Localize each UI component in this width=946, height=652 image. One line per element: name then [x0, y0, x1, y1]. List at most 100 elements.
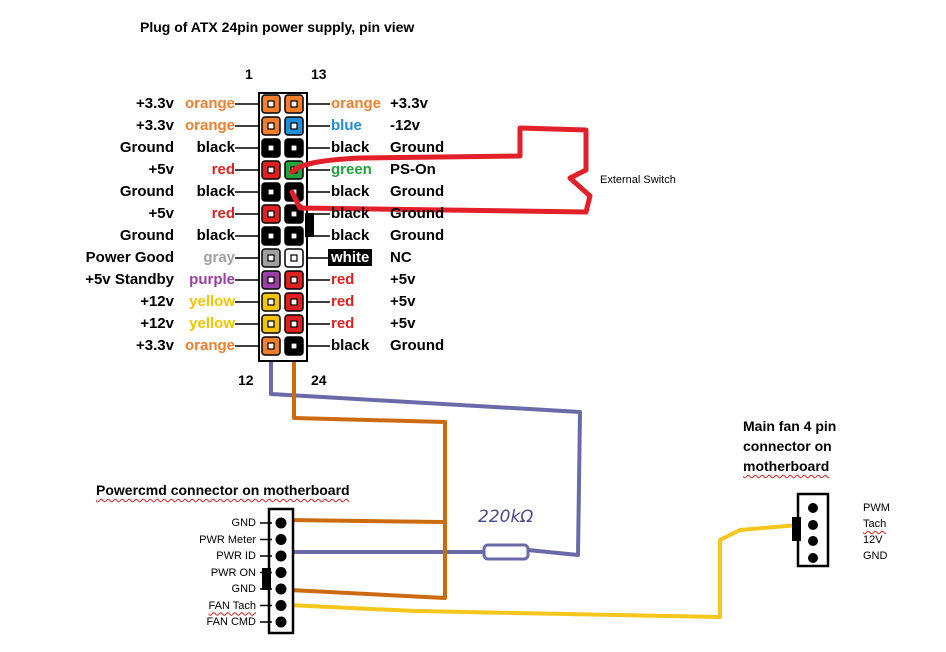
powercmd-pin-6 — [275, 600, 287, 611]
atx-left-voltage-5: Ground — [119, 183, 174, 200]
fan-pin-label-2: Tach — [863, 516, 886, 532]
ground-wire-branch — [286, 518, 446, 524]
atx-left-voltage-7: Ground — [119, 227, 174, 244]
atx-pin-right-12 — [284, 336, 304, 356]
atx-right-color-2: blue — [331, 115, 362, 137]
powercmd-pin-label-text-5: GND — [231, 583, 256, 595]
powercmd-pin-label-text-4: PWR ON — [210, 566, 256, 579]
atx-left-voltage-3: Ground — [119, 139, 174, 156]
wires-layer — [269, 348, 812, 619]
powercmd-pin-label-6: FAN Tach — [209, 598, 257, 614]
atx-pin-right-1 — [284, 94, 304, 114]
atx-pin-left-10 — [261, 292, 281, 312]
resistor-label: 220kΩ — [478, 507, 534, 527]
atx-left-voltage-11: +12v — [140, 315, 174, 332]
atx-left-voltage-12: +3.3v — [136, 337, 174, 354]
tach-wire — [286, 522, 812, 619]
switch-wire — [289, 125, 593, 215]
powercmd-pin-label-text-1: GND — [231, 517, 256, 529]
powercmd-pin-label-text-3: PWR ID — [216, 550, 256, 562]
atx-left-color-5: black — [196, 183, 235, 200]
atx-right-voltage-7: Ground — [390, 227, 445, 244]
atx-left-color-11: yellow — [189, 315, 235, 332]
powercmd-pin-label-7: FAN CMD — [207, 614, 257, 630]
pin-number-13: 13 — [311, 66, 327, 82]
atx-right-color-8: white — [328, 247, 373, 269]
fan-title-line-2: connector on — [743, 438, 832, 454]
atx-pin-left-2 — [261, 116, 281, 136]
atx-left-color-2: orange — [184, 117, 235, 134]
atx-right-voltage-5: Ground — [390, 183, 445, 200]
atx-left-voltage-9: +5v Standby — [85, 271, 174, 288]
atx-pin-left-8 — [261, 248, 281, 268]
atx-left-color-8: gray — [203, 249, 235, 266]
atx-pin-right-10 — [284, 292, 304, 312]
atx-pin-right-8 — [284, 248, 304, 268]
powercmd-pin-label-text-6: FAN Tach — [208, 599, 257, 612]
atx-right-color-10: red — [331, 291, 354, 313]
atx-pin-left-6 — [261, 204, 281, 224]
powercmd-pin-label-5: GND — [232, 581, 256, 597]
atx-left-color-6: red — [211, 205, 235, 222]
atx-pin-left-5 — [261, 182, 281, 202]
atx-left-voltage-1: +3.3v — [136, 95, 174, 112]
atx-right-color-text-5: black — [331, 183, 370, 200]
atx-pin-left-1 — [261, 94, 281, 114]
atx-right-voltage-6: Ground — [390, 205, 445, 222]
atx-pin-left-11 — [261, 314, 281, 334]
fan-pin-2 — [808, 520, 818, 530]
atx-left-color-1: orange — [184, 95, 235, 112]
atx-left-voltage-2: +3.3v — [136, 117, 174, 134]
atx-left-color-3: black — [196, 139, 235, 156]
powercmd-pin-4 — [275, 567, 287, 578]
resistor — [482, 543, 530, 561]
fan-pin-3 — [808, 536, 818, 546]
fan-pin-label-1: PWM — [863, 500, 890, 516]
atx-right-color-text-9: red — [331, 271, 355, 288]
atx-right-voltage-11: +5v — [390, 315, 416, 332]
atx-pin-right-7 — [284, 226, 304, 246]
atx-right-color-9: red — [331, 269, 354, 291]
atx-right-color-text-4: green — [331, 161, 372, 178]
fan-pin-label-text-1: PWM — [863, 502, 890, 514]
atx-pin-left-12 — [261, 336, 281, 356]
atx-right-color-text-6: black — [331, 205, 370, 222]
wires-top-layer — [289, 125, 593, 215]
powercmd-pin-1 — [275, 517, 287, 529]
powercmd-pin-3 — [275, 550, 287, 562]
fan-title: Main fan 4 pin connector on motherboard — [743, 416, 836, 476]
atx-right-color-text-11: red — [331, 315, 355, 332]
powercmd-pin-7 — [275, 616, 287, 628]
atx-right-color-12: black — [331, 335, 369, 357]
pin-number-1: 1 — [245, 66, 253, 82]
atx-right-voltage-4: PS-On — [390, 161, 436, 178]
atx-left-color-10: yellow — [189, 293, 235, 310]
pwr-id-wire-upper — [269, 348, 582, 557]
atx-right-color-7: black — [331, 225, 369, 247]
atx-left-voltage-4: +5v — [148, 161, 174, 178]
atx-right-color-5: black — [331, 181, 369, 203]
atx-left-color-7: black — [196, 227, 235, 244]
powercmd-title: Powercmd connector on motherboard — [96, 480, 350, 500]
powercmd-pin-5 — [275, 583, 287, 595]
atx-right-voltage-9: +5v — [390, 271, 416, 288]
atx-right-voltage-3: Ground — [390, 139, 445, 156]
ground-wire-main — [288, 348, 447, 600]
powercmd-pin-label-3: PWR ID — [216, 548, 256, 564]
atx-right-color-text-8: white — [328, 249, 373, 266]
diagram-title: Plug of ATX 24pin power supply, pin view — [140, 19, 415, 35]
powercmd-pin-label-1: GND — [232, 515, 256, 531]
atx-right-voltage-2: -12v — [390, 117, 421, 134]
atx-pin-right-9 — [284, 270, 304, 290]
powercmd-pin-label-text-2: PWR Meter — [199, 533, 256, 546]
atx-right-color-text-2: blue — [331, 117, 362, 134]
powercmd-latch — [262, 568, 271, 590]
atx-right-color-11: red — [331, 313, 354, 335]
powercmd-pin-label-2: PWR Meter — [199, 532, 256, 548]
atx-pin-left-3 — [261, 138, 281, 158]
atx-right-voltage-12: Ground — [390, 337, 445, 354]
atx-pin-left-7 — [261, 226, 281, 246]
atx-pin-right-3 — [284, 138, 304, 158]
atx-pin-left-4 — [261, 160, 281, 180]
